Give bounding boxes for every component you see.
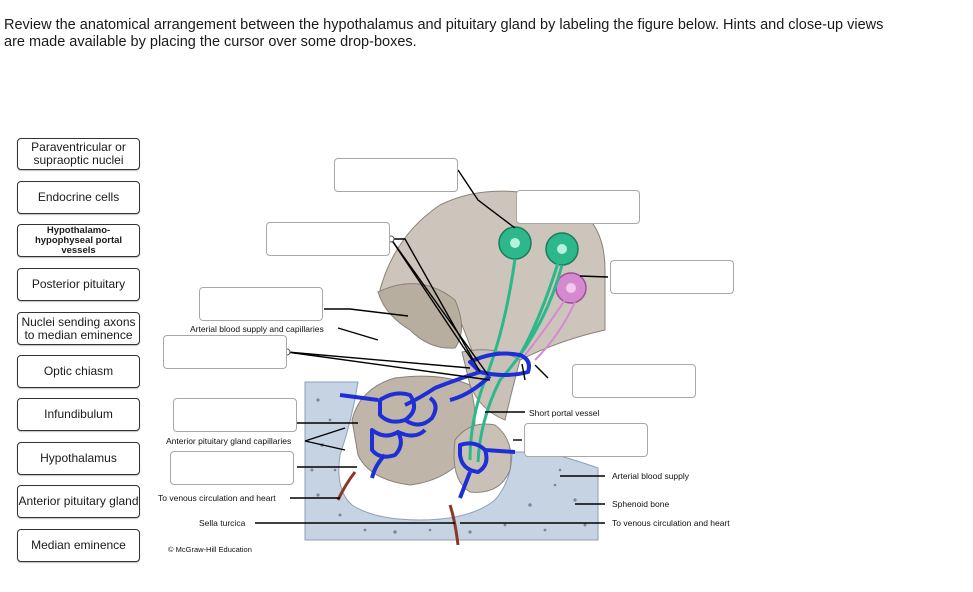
drop-box-7[interactable] [572, 364, 696, 398]
label-paraventricular-supraoptic-nuclei[interactable]: Paraventricular or supraoptic nuclei [17, 138, 140, 170]
drop-box-4[interactable] [610, 260, 734, 294]
instructions-text: Review the anatomical arrangement betwee… [4, 17, 884, 50]
label-median-eminence[interactable]: Median eminence [17, 529, 140, 562]
drop-box-3[interactable] [266, 222, 390, 256]
copyright-text: © McGraw-Hill Education [168, 545, 252, 554]
drop-box-5[interactable] [199, 287, 323, 321]
optic-chiasm-shape [377, 283, 462, 349]
fig-label-anterior-pituitary-capillaries: Anterior pituitary gland capillaries [166, 436, 292, 446]
drop-box-10[interactable] [170, 451, 294, 485]
label-portal-vessels[interactable]: Hypothalamo-hypophyseal portal vessels [17, 224, 140, 257]
label-nuclei-sending-axons[interactable]: Nuclei sending axons to median eminence [17, 312, 140, 345]
fig-label-short-portal-vessel: Short portal vessel [529, 408, 600, 418]
label-endocrine-cells[interactable]: Endocrine cells [17, 181, 140, 214]
drop-box-1[interactable] [334, 158, 458, 192]
label-infundibulum[interactable]: Infundibulum [17, 398, 140, 431]
label-hypothalamus[interactable]: Hypothalamus [17, 442, 140, 475]
drop-box-9[interactable] [524, 423, 648, 457]
drop-box-8[interactable] [173, 398, 297, 432]
drop-box-6[interactable] [163, 335, 287, 369]
fig-label-venous-circulation-right: To venous circulation and heart [612, 518, 730, 528]
label-anterior-pituitary-gland[interactable]: Anterior pituitary gland [17, 485, 140, 518]
label-optic-chiasm[interactable]: Optic chiasm [17, 355, 140, 388]
fig-label-arterial-blood-supply-right: Arterial blood supply [612, 471, 690, 481]
fig-label-sella-turcica: Sella turcica [199, 518, 246, 528]
fig-label-sphenoid-bone: Sphenoid bone [612, 499, 670, 509]
drop-box-2[interactable] [516, 190, 640, 224]
fig-label-arterial-blood-supply-capillaries: Arterial blood supply and capillaries [190, 324, 324, 334]
label-posterior-pituitary[interactable]: Posterior pituitary [17, 268, 140, 301]
fig-label-venous-circulation-left: To venous circulation and heart [158, 493, 276, 503]
